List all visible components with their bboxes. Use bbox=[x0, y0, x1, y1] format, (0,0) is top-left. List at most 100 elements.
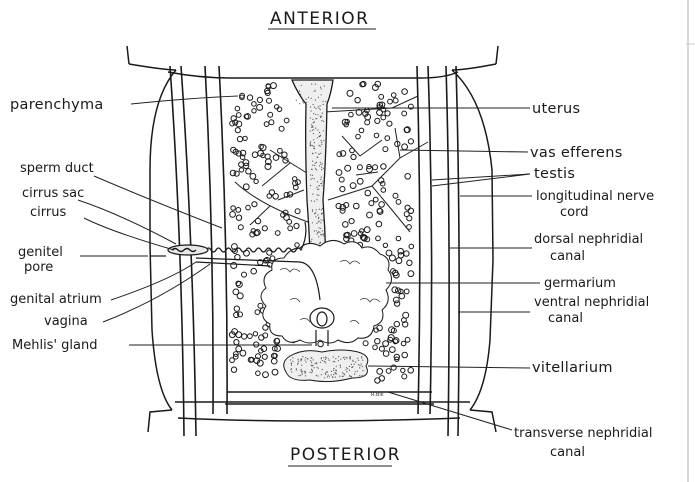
stipple-dot bbox=[317, 367, 319, 369]
testis-follicle bbox=[384, 110, 391, 117]
stipple-dot bbox=[313, 129, 315, 131]
testis-follicle bbox=[241, 271, 247, 278]
stipple-dot bbox=[321, 141, 323, 143]
testis-follicle bbox=[253, 178, 259, 185]
stipple-dot bbox=[352, 360, 354, 362]
stipple-dot bbox=[340, 358, 342, 360]
testis-follicle bbox=[380, 163, 387, 170]
testis-follicle bbox=[382, 242, 389, 249]
testis-follicle bbox=[387, 98, 393, 105]
stipple-dot bbox=[321, 368, 323, 371]
stipple-dot bbox=[311, 125, 314, 127]
testis-follicle bbox=[272, 193, 279, 200]
stipple-dot bbox=[315, 161, 318, 163]
stipple-dot bbox=[333, 367, 335, 370]
stipple-dot bbox=[352, 366, 354, 368]
testis-follicle bbox=[339, 207, 346, 214]
stipple-dot bbox=[300, 369, 303, 371]
stipple-dot bbox=[322, 103, 324, 106]
stipple-dot bbox=[320, 242, 322, 244]
stipple-dot bbox=[337, 360, 339, 362]
testis-follicle bbox=[401, 88, 408, 95]
testis-follicle bbox=[281, 151, 288, 158]
testis-follicle bbox=[274, 337, 281, 344]
stipple-dot bbox=[309, 145, 311, 147]
testis-follicle bbox=[387, 336, 394, 343]
stipple-dot bbox=[333, 374, 335, 376]
testis-follicle bbox=[401, 110, 408, 117]
stipple-dot bbox=[320, 115, 323, 117]
stipple-dot bbox=[310, 145, 312, 147]
stipple-dot bbox=[314, 362, 316, 364]
testis-follicle bbox=[292, 176, 298, 182]
testis-follicle bbox=[378, 177, 385, 184]
stipple-dot bbox=[320, 86, 322, 88]
testis-follicle bbox=[233, 170, 240, 177]
testis-follicle bbox=[249, 172, 257, 180]
testis-follicle bbox=[378, 101, 386, 108]
stipple-dot bbox=[300, 370, 302, 372]
label-genital-pore-line2: pore bbox=[24, 260, 53, 275]
testis-follicle bbox=[402, 321, 409, 328]
testis-follicle bbox=[392, 269, 399, 277]
stipple-dot bbox=[341, 372, 344, 374]
testis-follicle bbox=[283, 191, 290, 198]
testis-follicle bbox=[335, 169, 343, 176]
stipple-dot bbox=[319, 361, 321, 363]
testis-follicle bbox=[359, 228, 365, 234]
testis-follicle bbox=[373, 132, 380, 139]
testis-follicle bbox=[338, 176, 345, 183]
stipple-dot bbox=[316, 362, 318, 364]
stipple-dot bbox=[339, 366, 342, 368]
stipple-dot bbox=[300, 84, 302, 86]
stipple-dot bbox=[321, 213, 323, 215]
stipple-dot bbox=[311, 369, 313, 372]
stipple-dot bbox=[362, 359, 364, 361]
stipple-dot bbox=[313, 145, 315, 148]
stipple-dot bbox=[332, 360, 334, 363]
stipple-dot bbox=[328, 359, 330, 361]
testis-follicle bbox=[382, 340, 390, 348]
testis-follicle bbox=[247, 356, 254, 363]
label-vagina: vagina bbox=[44, 314, 88, 329]
stipple-dot bbox=[302, 100, 304, 102]
stipple-dot bbox=[318, 216, 320, 218]
testis-follicle bbox=[380, 187, 387, 193]
testis-follicle bbox=[356, 164, 363, 171]
testis-follicle bbox=[237, 311, 243, 318]
stipple-dot bbox=[311, 222, 313, 224]
stipple-dot bbox=[327, 358, 329, 360]
testis-follicle bbox=[355, 133, 361, 140]
stipple-dot bbox=[332, 356, 334, 358]
testis-follicle bbox=[247, 333, 253, 340]
label-vitellarium: vitellarium bbox=[532, 360, 613, 376]
testis-follicle bbox=[254, 229, 261, 236]
testis-follicle bbox=[256, 103, 264, 111]
testis-follicle bbox=[256, 359, 264, 367]
stipple-dot bbox=[313, 139, 315, 141]
stipple-dot bbox=[320, 209, 322, 211]
stipple-dot bbox=[307, 96, 310, 98]
testis-follicle bbox=[260, 152, 266, 159]
testis-follicle bbox=[260, 345, 268, 353]
stipple-dot bbox=[291, 371, 293, 373]
stipple-dot bbox=[324, 377, 326, 379]
stipple-dot bbox=[359, 375, 361, 377]
stipple-dot bbox=[350, 363, 352, 366]
testis-follicle bbox=[339, 204, 347, 211]
testis-follicle bbox=[392, 337, 400, 344]
stipple-dot bbox=[325, 356, 327, 358]
stipple-dot bbox=[358, 359, 360, 361]
testis-follicle bbox=[407, 367, 415, 374]
stipple-dot bbox=[312, 164, 314, 166]
testis-follicle bbox=[229, 120, 236, 127]
stipple-dot bbox=[327, 374, 329, 376]
stipple-dot bbox=[320, 178, 322, 181]
testis-follicle bbox=[266, 97, 272, 104]
stipple-dot bbox=[361, 357, 363, 359]
testis-follicle bbox=[272, 353, 278, 359]
testis-follicle bbox=[283, 117, 290, 124]
testis-follicle bbox=[401, 373, 408, 380]
testis-follicle bbox=[258, 143, 264, 150]
stipple-dot bbox=[319, 231, 321, 233]
